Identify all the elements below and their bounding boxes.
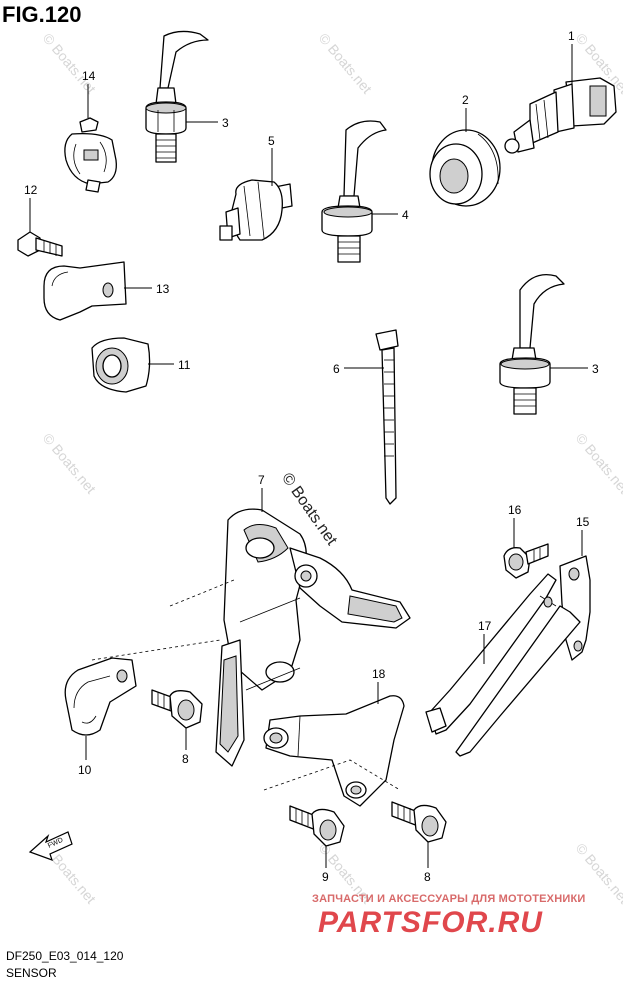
part-8-bolt-right[interactable] (391, 801, 447, 843)
part-3-sensor-top[interactable] (145, 30, 209, 163)
guide-10 (91, 639, 221, 661)
part-8-bolt-left[interactable] (151, 689, 203, 729)
shop-tagline: ЗАПЧАСТИ И АКСЕССУАРЫ ДЛЯ МОТОТЕХНИКИ (312, 893, 586, 905)
part-11-grommet[interactable] (91, 337, 151, 393)
callout-18: 18 (372, 667, 386, 681)
callout-14: 14 (82, 69, 96, 83)
guide-18 (263, 759, 401, 791)
part-18-bracket[interactable] (263, 695, 405, 807)
part-3-sensor-right[interactable] (499, 273, 565, 415)
callout-11: 11 (178, 358, 191, 372)
callout-3b: 3 (592, 362, 599, 376)
part-7-sensor-bracket[interactable] (215, 508, 411, 767)
callout-2: 2 (462, 93, 469, 107)
figure-title: FIG.120 (2, 2, 82, 27)
callout-5: 5 (268, 134, 275, 148)
callout-1: 1 (568, 29, 575, 43)
callout-17: 17 (478, 619, 492, 633)
shop-logo[interactable]: PARTSFOR.RU (318, 906, 543, 939)
part-16-bolt[interactable] (503, 543, 549, 579)
callout-12: 12 (24, 183, 38, 197)
callout-3a: 3 (222, 116, 229, 130)
part-4-sensor[interactable] (321, 120, 387, 263)
part-9-bolt[interactable] (289, 805, 345, 847)
part-17-rod[interactable] (425, 573, 581, 757)
part-1-sensor-connector[interactable] (504, 77, 617, 154)
part-13-clamp[interactable] (43, 261, 127, 321)
callout-10: 10 (78, 763, 92, 777)
fwd-arrow-icon: FWD (28, 831, 73, 861)
callout-13: 13 (156, 282, 170, 296)
callout-9: 9 (322, 870, 329, 884)
part-2-grommet[interactable] (429, 129, 501, 207)
callout-8b: 8 (424, 870, 431, 884)
diagram-code: DF250_E03_014_120 (6, 949, 124, 963)
callout-4: 4 (402, 208, 409, 222)
part-10-clip[interactable] (64, 657, 137, 736)
part-6-cable-tie[interactable] (375, 329, 399, 505)
callout-8a: 8 (182, 752, 189, 766)
part-5-pressure-sensor[interactable] (219, 179, 293, 241)
part-12-bolt[interactable] (17, 231, 63, 257)
callout-15: 15 (576, 515, 590, 529)
section-title: SENSOR (6, 966, 57, 980)
part-14-clip[interactable] (64, 117, 117, 193)
callout-6: 6 (333, 362, 340, 376)
callout-16: 16 (508, 503, 522, 517)
callout-7: 7 (258, 473, 265, 487)
